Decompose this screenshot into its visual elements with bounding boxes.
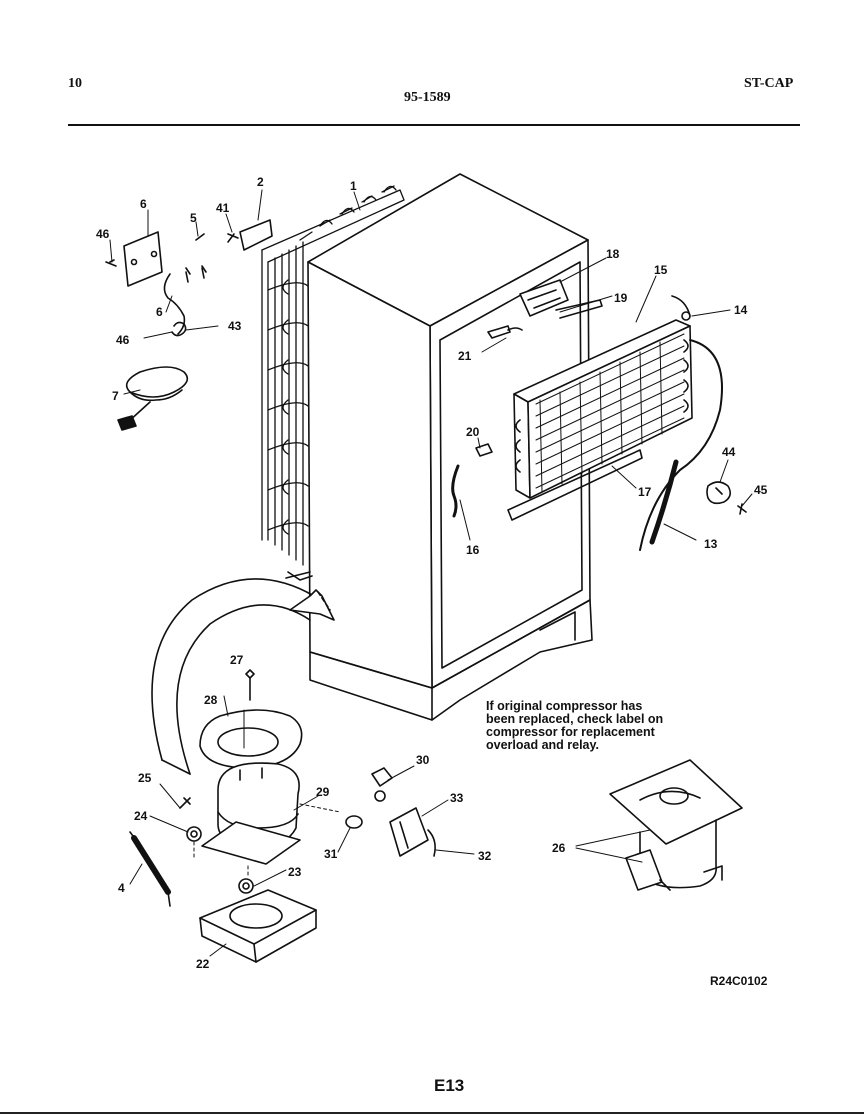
label-part-45: 45 [754,483,768,497]
label-part-21: 21 [458,349,472,363]
label-part-31: 31 [324,847,338,861]
diagram-reference-code: R24C0102 [710,974,768,988]
label-part-46-lower: 46 [116,333,130,347]
label-part-4: 4 [118,881,125,895]
header-page-ref: 10 [68,76,82,91]
label-part-2: 2 [257,175,264,189]
label-part-19: 19 [614,291,628,305]
label-part-33: 33 [450,791,464,805]
note-line: compressor for replacement [486,725,655,739]
page-number: E13 [434,1076,465,1095]
label-part-41: 41 [216,201,230,215]
header-model-code: ST-CAP [744,76,794,91]
bottom-border [0,1112,864,1114]
label-part-27: 27 [230,653,244,667]
header-rule [68,124,800,126]
label-part-22: 22 [196,957,210,971]
label-part-30: 30 [416,753,430,767]
label-part-32: 32 [478,849,492,863]
compressor-assembly [129,669,436,963]
label-part-46-top: 46 [96,227,110,241]
label-part-5: 5 [190,211,197,225]
label-part-6-top: 6 [140,197,147,211]
replacement-compressor [609,759,743,891]
condenser-coil [261,185,405,566]
note-line: If original compressor has [486,699,643,713]
bracket-parts [105,219,747,518]
label-part-28: 28 [204,693,218,707]
label-part-43: 43 [228,319,242,333]
label-part-17: 17 [638,485,652,499]
leader-lines [109,189,753,957]
label-part-44: 44 [722,445,736,459]
replacement-note: If original compressor has been replaced… [486,700,726,752]
label-part-14: 14 [734,303,748,317]
evaporator [507,295,723,551]
label-part-1: 1 [350,179,357,193]
note-line: been replaced, check label on [486,712,664,726]
label-part-7: 7 [112,389,119,403]
label-part-15: 15 [654,263,668,277]
label-part-13: 13 [704,537,718,551]
label-part-29: 29 [316,785,330,799]
label-part-23: 23 [288,865,302,879]
cabinet-drawing [285,173,593,721]
direction-arrow [151,578,335,775]
label-part-25: 25 [138,771,152,785]
label-part-18: 18 [606,247,620,261]
note-line: overload and relay. [486,738,600,752]
label-part-16: 16 [466,543,480,557]
label-part-20: 20 [466,425,480,439]
label-part-6-lower: 6 [156,305,163,319]
header-model-number: 95-1589 [404,90,451,105]
label-part-26: 26 [552,841,566,855]
part-labels: 1 2 4 5 6 6 7 13 14 15 16 17 18 19 20 21… [96,175,768,971]
label-part-24: 24 [134,809,148,823]
